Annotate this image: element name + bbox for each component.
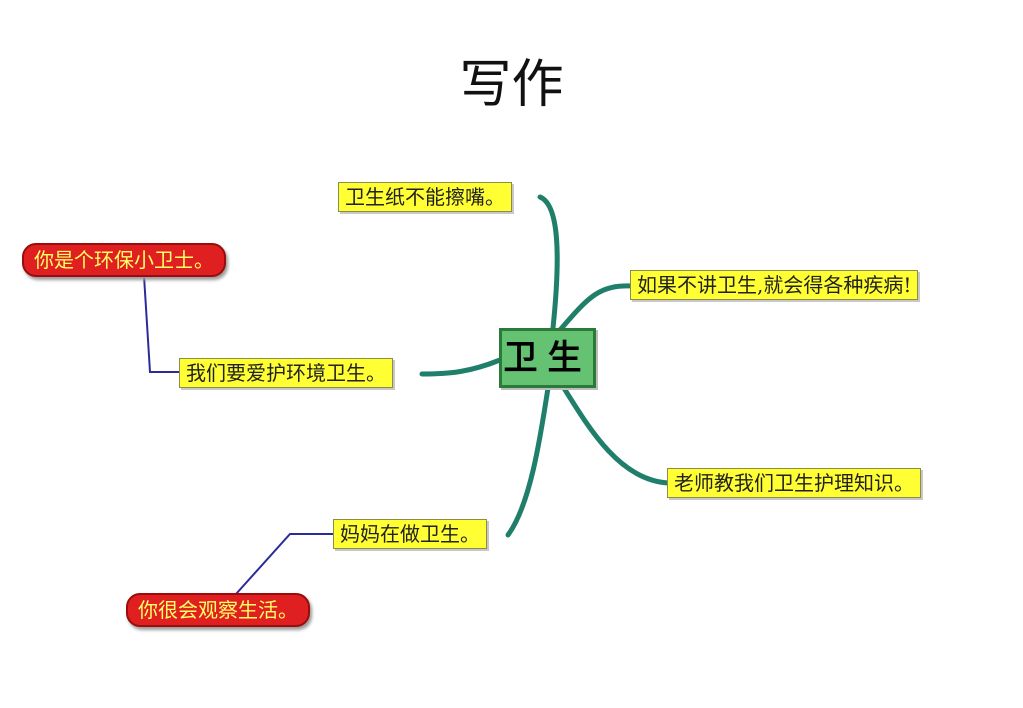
branch-node-b1: 卫生纸不能擦嘴。 [338, 182, 512, 212]
connector-b5 [505, 385, 551, 538]
comment-bubble-c2: 你很会观察生活。 [126, 593, 310, 627]
connector-c2 [235, 533, 334, 595]
branch-node-b3: 我们要爱护环境卫生。 [179, 358, 393, 388]
branch-node-b4: 老师教我们卫生护理知识。 [667, 468, 921, 498]
connector-b2 [557, 283, 635, 333]
branch-node-b5: 妈妈在做卫生。 [333, 519, 487, 549]
comment-bubble-c1: 你是个环保小卫士。 [22, 243, 226, 277]
connector-b1 [537, 194, 560, 331]
slide-title: 写作 [459, 55, 564, 115]
branch-node-b2: 如果不讲卫生,就会得各种疾病! [630, 270, 919, 300]
connector-b4 [559, 382, 671, 486]
connector-c1 [143, 275, 180, 373]
center-node: 卫生 [499, 328, 596, 388]
connector-b3 [419, 357, 503, 377]
